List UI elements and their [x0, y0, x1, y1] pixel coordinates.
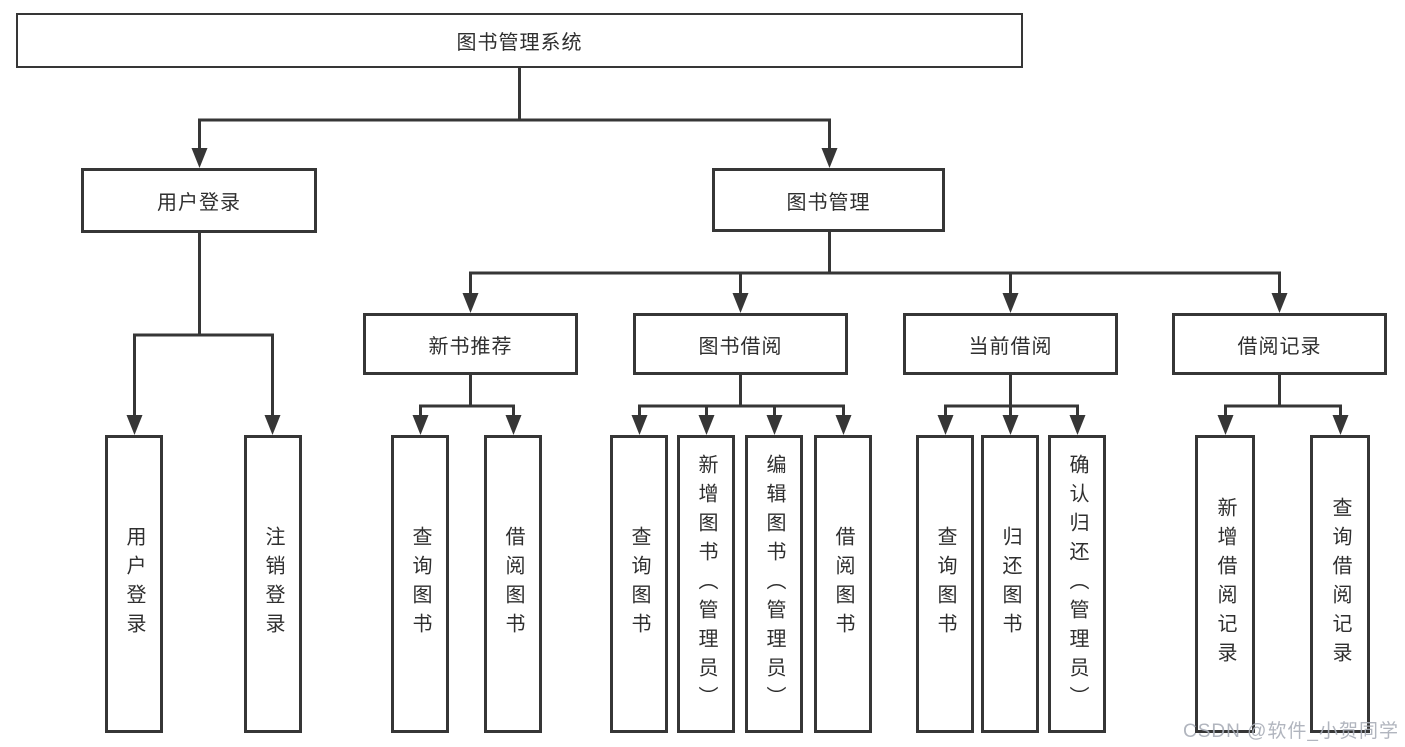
- leaf-query-borrow-record: 查询借阅记录: [1310, 435, 1370, 733]
- leaf-query-borrow-record-label: 查询借阅记录: [1329, 497, 1351, 671]
- node-new-book-recommendation: 新书推荐: [363, 313, 578, 375]
- node-root-label: 图书管理系统: [456, 32, 583, 54]
- leaf-confirm-return-admin: 确认归还（管理员）: [1048, 435, 1106, 733]
- leaf-user-login-label: 用户登录: [123, 526, 145, 642]
- leaf-user-login: 用户登录: [105, 435, 163, 733]
- node-user-login: 用户登录: [81, 168, 317, 233]
- node-root: 图书管理系统: [16, 13, 1023, 68]
- leaf-query-books-recommend-label: 查询图书: [409, 526, 431, 642]
- leaf-query-books-borrowing-label: 查询图书: [628, 526, 650, 642]
- leaf-borrow-books-recommend: 借阅图书: [484, 435, 542, 733]
- leaf-confirm-return-admin-label: 确认归还（管理员）: [1066, 453, 1088, 715]
- node-borrowing-records: 借阅记录: [1172, 313, 1387, 375]
- leaf-return-books: 归还图书: [981, 435, 1039, 733]
- leaf-query-books-current-label: 查询图书: [934, 526, 956, 642]
- leaf-borrow-books-recommend-label: 借阅图书: [502, 526, 524, 642]
- node-book-borrowing-label: 图书借阅: [698, 335, 783, 358]
- leaf-return-books-label: 归还图书: [999, 526, 1021, 642]
- leaf-edit-book-admin: 编辑图书（管理员）: [745, 435, 803, 733]
- node-book-borrowing: 图书借阅: [633, 313, 848, 375]
- node-book-management-label: 图书管理: [786, 191, 871, 214]
- node-borrowing-records-label: 借阅记录: [1237, 335, 1322, 358]
- node-user-login-label: 用户登录: [157, 192, 241, 214]
- leaf-query-books-current: 查询图书: [916, 435, 974, 733]
- leaf-borrow-books-borrowing: 借阅图书: [814, 435, 872, 733]
- leaf-add-borrow-record-label: 新增借阅记录: [1214, 497, 1236, 671]
- leaf-query-books-recommend: 查询图书: [391, 435, 449, 733]
- leaf-logout-label: 注销登录: [262, 526, 284, 642]
- leaf-borrow-books-borrowing-label: 借阅图书: [832, 526, 854, 642]
- leaf-add-book-admin-label: 新增图书（管理员）: [695, 453, 717, 715]
- leaf-edit-book-admin-label: 编辑图书（管理员）: [763, 453, 785, 715]
- node-current-borrowing: 当前借阅: [903, 313, 1118, 375]
- node-new-book-recommendation-label: 新书推荐: [428, 335, 513, 358]
- leaf-add-book-admin: 新增图书（管理员）: [677, 435, 735, 733]
- leaf-add-borrow-record: 新增借阅记录: [1195, 435, 1255, 733]
- leaf-logout: 注销登录: [244, 435, 302, 733]
- node-current-borrowing-label: 当前借阅: [968, 335, 1053, 358]
- leaf-query-books-borrowing: 查询图书: [610, 435, 668, 733]
- node-book-management: 图书管理: [712, 168, 945, 232]
